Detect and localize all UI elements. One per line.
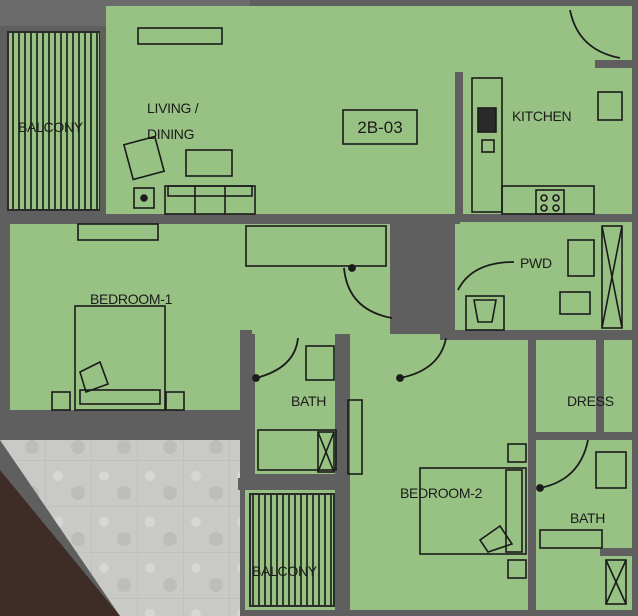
dress-label: DRESS — [567, 393, 614, 409]
living-label-line1: LIVING / — [147, 100, 199, 116]
bedroom1-label: BEDROOM-1 — [90, 291, 173, 307]
bedroom2-label: BEDROOM-2 — [400, 485, 483, 501]
door-swings — [252, 9, 621, 492]
balcony-small — [249, 493, 335, 607]
balcony-small-label: BALCONY — [252, 563, 318, 579]
bath2-label: BATH — [570, 510, 605, 526]
unit-code-box — [342, 109, 418, 145]
terrace — [0, 440, 240, 616]
furniture — [51, 27, 627, 605]
living-label-line2: DINING — [147, 126, 194, 142]
balcony-main-label: BALCONY — [18, 119, 84, 135]
floor-areas — [10, 6, 632, 610]
unit-code: 2B-03 — [357, 118, 402, 137]
kitchen-label: KITCHEN — [512, 108, 571, 124]
bath1-label: BATH — [291, 393, 326, 409]
ground — [0, 470, 120, 616]
interior-walls — [0, 26, 632, 610]
pwd-label: PWD — [520, 255, 552, 271]
